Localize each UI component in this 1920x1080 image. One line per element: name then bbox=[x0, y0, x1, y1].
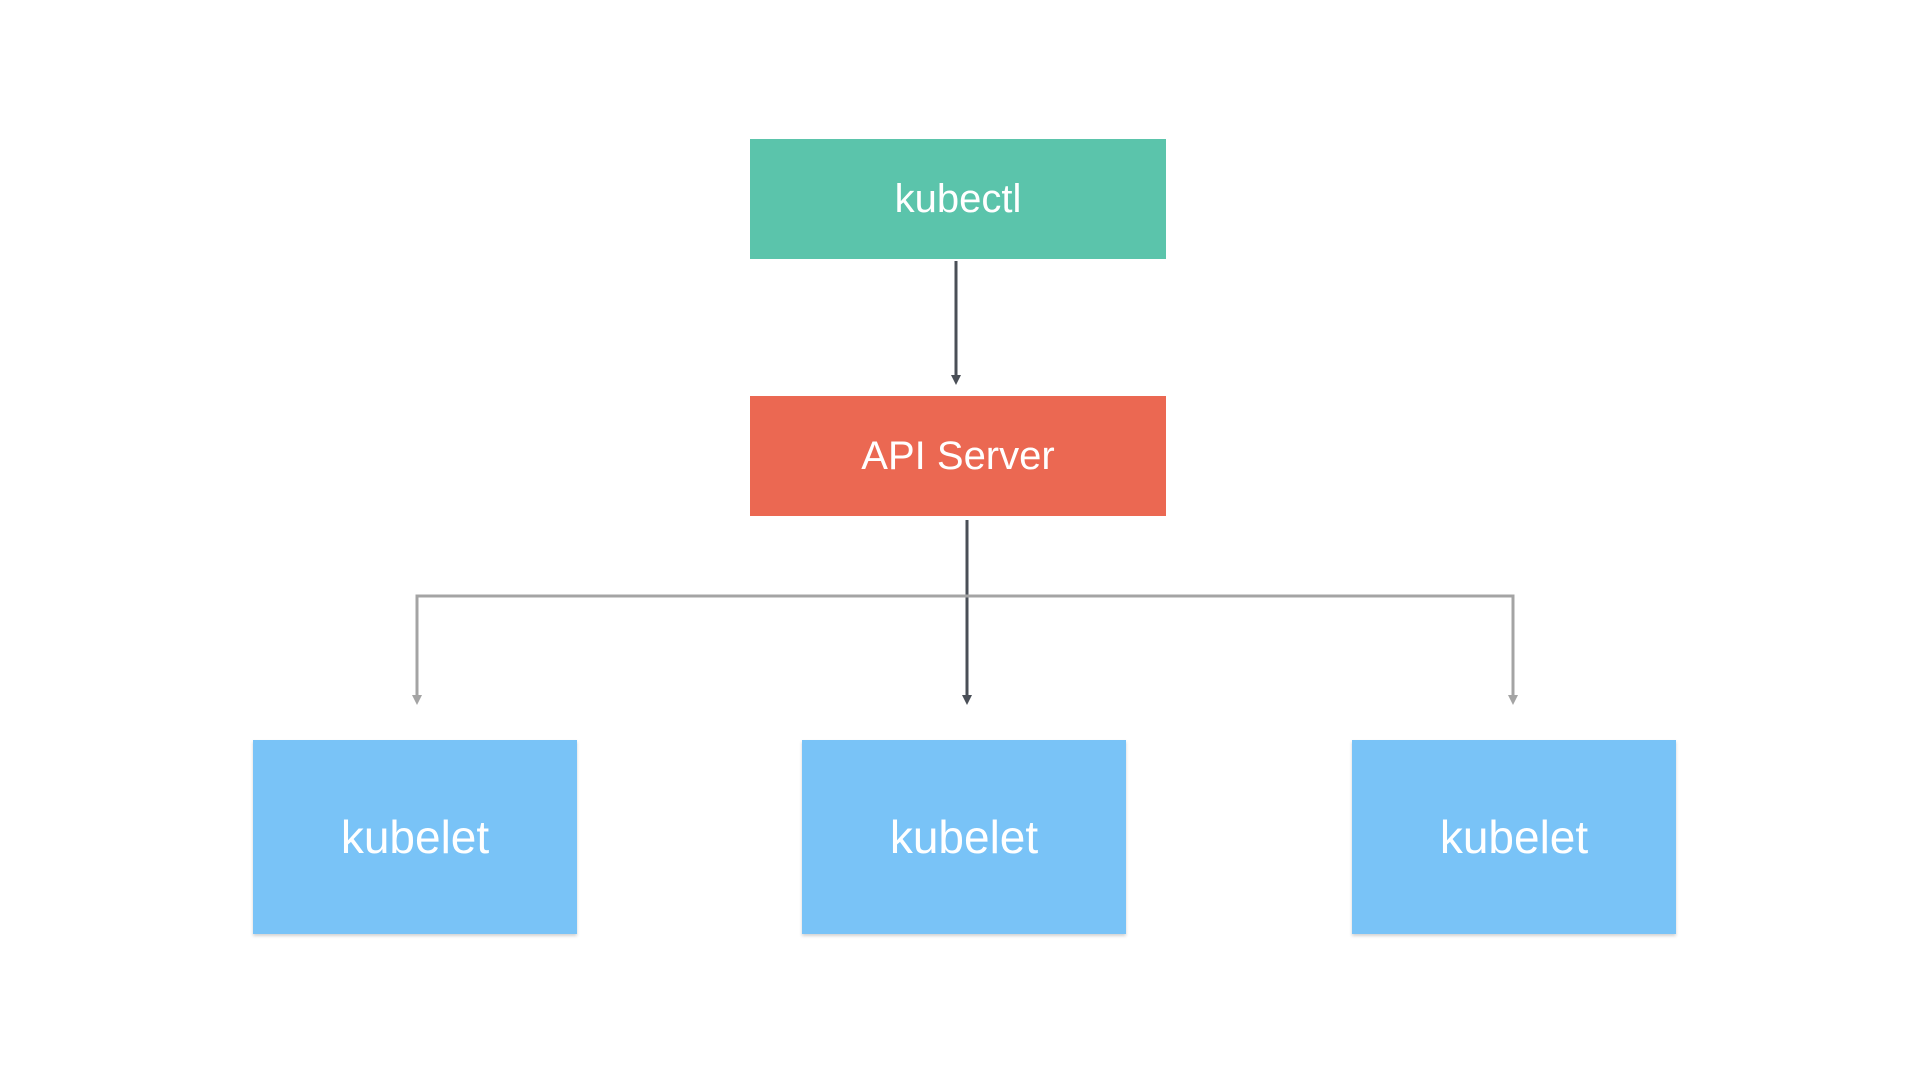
edge-api-server-to-kubelet-1 bbox=[412, 594, 967, 705]
api-server-label: API Server bbox=[861, 433, 1055, 478]
kubelet-node-2: kubelet bbox=[802, 740, 1126, 934]
kubectl-node: kubectl bbox=[750, 139, 1166, 259]
kubelet-label-3: kubelet bbox=[1439, 811, 1589, 863]
kubelet-label-2: kubelet bbox=[889, 811, 1039, 863]
kubectl-label: kubectl bbox=[894, 176, 1022, 221]
kubelet-label-1: kubelet bbox=[340, 811, 490, 863]
kubelet-node-3: kubelet bbox=[1352, 740, 1676, 934]
edge-api-server-to-kubelet-3 bbox=[967, 594, 1518, 705]
api-server-node: API Server bbox=[750, 396, 1166, 516]
kubelet-node-1: kubelet bbox=[253, 740, 577, 934]
